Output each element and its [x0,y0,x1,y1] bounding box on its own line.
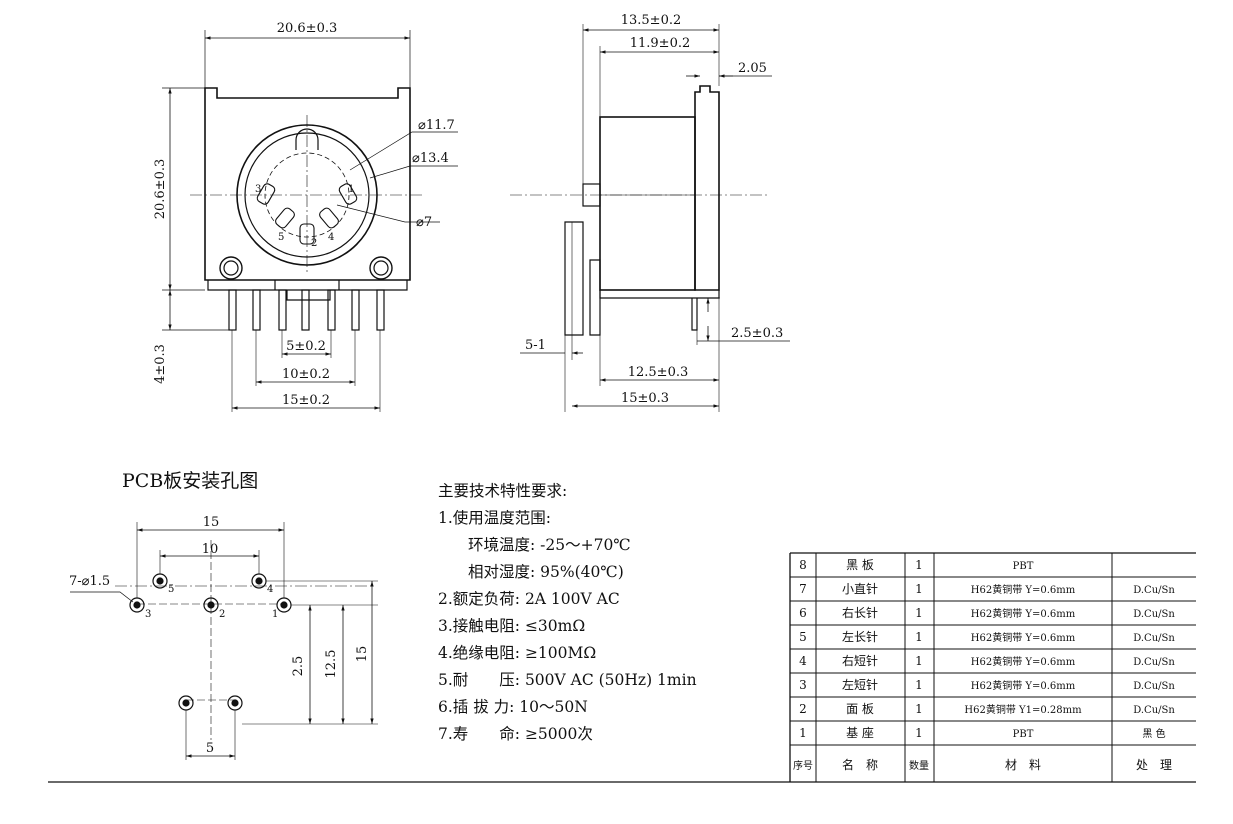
spec-line-8: 6.插 拔 力: 10～50N [438,698,588,716]
pin-label-5: 5 [278,232,284,243]
dim-plate: 2.05 [738,61,767,76]
bom-cell-name: 右长针 [842,605,878,620]
dim-front-height: 20.6±0.3 [153,159,168,220]
bom-cell-no: 6 [799,606,807,620]
bom-cell-material: H62黄铜带 Y=0.6mm [971,583,1076,596]
bom-cell-material: H62黄铜带 Y=0.6mm [971,655,1076,668]
spec-list: 主要技术特性要求: 1.使用温度范围: 环境温度: -25～+70℃ 相对湿度:… [438,482,697,743]
pcb-pin-1: 1 [272,609,278,620]
side-view [510,24,790,412]
dim-front-width: 20.6±0.3 [277,21,338,36]
bom-cell-qty: 1 [915,654,923,668]
pin-label-1: 1 [348,184,354,195]
spec-line-5: 3.接触电阻: ≤30mΩ [438,617,585,635]
bom-cell-material: PBT [1013,561,1034,572]
bom-cell-material: PBT [1013,729,1034,740]
bom-cell-no: 1 [799,726,807,740]
bom-cell-no: 3 [799,678,807,692]
bom-cell-no: 7 [799,582,807,596]
dim-depth-13-5: 13.5±0.2 [621,13,682,28]
spec-line-1: 1.使用温度范围: [438,509,551,527]
bom-cell-name: 右短针 [842,653,878,668]
bom-header-qty: 数量 [909,759,929,772]
front-view-labels: 20.6±0.3 20.6±0.3 4±0.3 ⌀11.7 ⌀13.4 ⌀7 5… [153,21,455,408]
bom-header-material: 材 料 [1005,758,1041,772]
spec-line-4: 2.额定负荷: 2A 100V AC [438,590,620,608]
bom-cell-finish: D.Cu/Sn [1133,657,1175,668]
spec-line-3: 相对湿度: 95%(40℃) [468,563,624,581]
pin-label-3: 3 [255,184,261,195]
bom-cell-finish: D.Cu/Sn [1133,681,1175,692]
bom-cell-qty: 1 [915,606,923,620]
bom-cell-finish: D.Cu/Sn [1133,705,1175,716]
spec-line-7: 5.耐 压: 500V AC (50Hz) 1min [438,671,697,689]
bom-cell-no: 2 [799,702,807,716]
bom-cell-name: 小直针 [842,581,878,596]
dim-depth-11-9: 11.9±0.2 [630,36,691,51]
pcb-dim-5: 5 [206,741,214,756]
pcb-pin-2: 2 [219,609,225,620]
bom-header-name: 名 称 [842,757,878,772]
pcb-dim-15: 15 [203,515,220,530]
pcb-hole-layout [70,522,378,760]
bom-cell-material: H62黄铜带 Y=0.6mm [971,631,1076,644]
dim-dia-pin: ⌀7 [416,215,432,230]
bom-cell-material: H62黄铜带 Y1=0.28mm [964,703,1082,716]
pcb-pin-4: 4 [267,584,273,595]
bom-cell-qty: 1 [915,678,923,692]
dim-pitch-10: 10±0.2 [282,367,330,382]
bom-cell-name: 面 板 [846,702,874,716]
spec-line-6: 4.绝缘电阻: ≥100MΩ [438,644,596,662]
bom-cell-qty: 1 [915,630,923,644]
bom-cell-finish: 黑 色 [1142,727,1165,740]
dim-dia-outer: ⌀11.7 [418,118,455,133]
spec-line-2: 环境温度: -25～+70℃ [468,535,631,554]
bom-cell-qty: 1 [915,558,923,572]
spec-heading: 主要技术特性要求: [438,482,567,500]
pin-label-2: 2 [311,238,317,249]
bom-cell-name: 基 座 [846,725,874,740]
bom-cell-qty: 1 [915,702,923,716]
bom-header-no: 序号 [793,759,813,772]
bom-cell-name: 左短针 [842,677,878,692]
bom-cell-finish: D.Cu/Sn [1133,633,1175,644]
bom-table-grid [48,552,1196,783]
bom-cell-no: 8 [799,558,807,572]
bom-cell-name: 左长针 [842,629,878,644]
spec-line-9: 7.寿 命: ≥5000次 [438,725,593,743]
bom-cell-qty: 1 [915,726,923,740]
dim-dia-ring: ⌀13.4 [412,151,449,166]
bom-cell-finish: D.Cu/Sn [1133,585,1175,596]
pcb-dim-10: 10 [202,542,219,557]
dim-pitch-15: 15±0.2 [282,393,330,408]
pcb-holes: 7-⌀1.5 [69,574,110,589]
pcb-labels: PCB板安装孔图 15 10 5 7-⌀1.5 2.5 12.5 15 5 4 … [69,470,370,756]
dim-pin-low: 2.5±0.3 [731,326,783,341]
bom-cell-material: H62黄铜带 Y=0.6mm [971,679,1076,692]
front-view [162,30,458,412]
pcb-dim-15-v: 15 [355,646,370,663]
bom-cell-finish: D.Cu/Sn [1133,609,1175,620]
bom-cell-qty: 1 [915,582,923,596]
dim-pin-offset: 5-1 [525,338,546,353]
pcb-dim-12-5: 12.5 [324,650,339,679]
pcb-dim-2-5: 2.5 [291,656,306,677]
pcb-pin-3: 3 [145,609,151,620]
dim-pin-length: 4±0.3 [153,344,168,384]
pcb-pin-5: 5 [168,584,174,595]
pcb-title: PCB板安装孔图 [122,470,258,492]
bom-cell-material: H62黄铜带 Y=0.6mm [971,607,1076,620]
dim-span-12-5: 12.5±0.3 [628,365,689,380]
bom-header-finish: 处 理 [1136,758,1172,772]
dim-pitch-5: 5±0.2 [286,339,326,354]
dim-span-15: 15±0.3 [621,391,669,406]
bom-cell-no: 4 [799,654,807,668]
bom-cell-name: 黑 板 [846,558,874,572]
bom-cell-no: 5 [799,630,807,644]
pin-label-4: 4 [328,232,334,243]
side-view-labels: 13.5±0.2 11.9±0.2 2.05 5-1 2.5±0.3 12.5±… [525,13,783,406]
